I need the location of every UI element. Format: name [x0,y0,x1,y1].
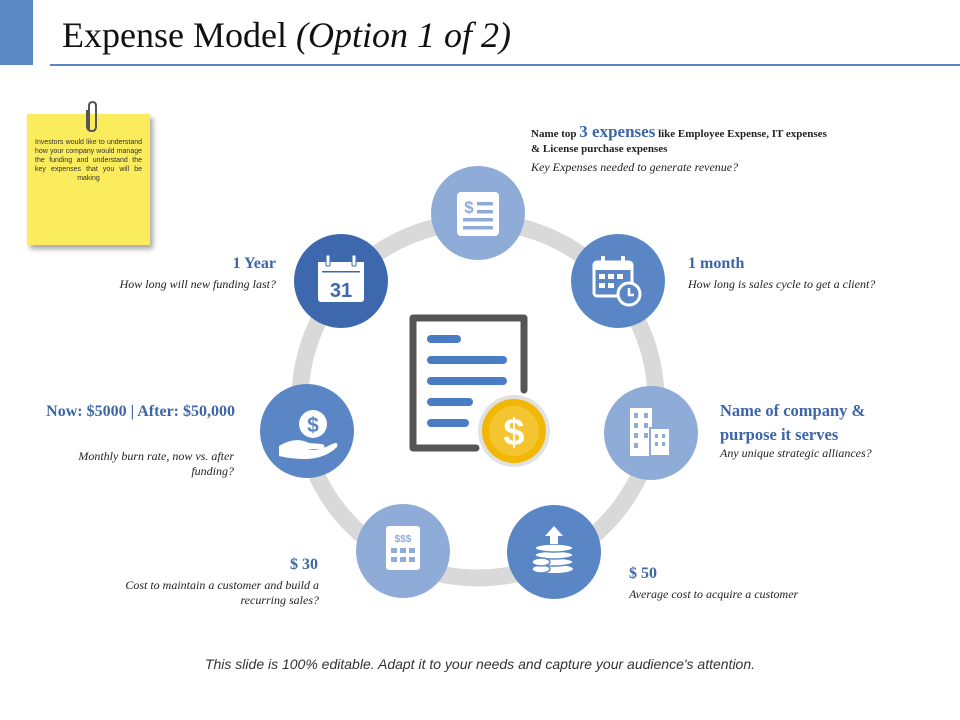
central-document-icon: $ [409,314,550,467]
svg-text:$: $ [503,412,524,454]
footer-note: This slide is 100% editable. Adapt it to… [204,656,756,672]
sales-cycle-desc: How long is sales cycle to get a client? [688,277,876,291]
svg-text:$: $ [464,198,474,217]
node-company [604,386,698,480]
svg-text:31: 31 [330,280,352,302]
sticky-note-text: Investors would like to understand how y… [35,139,142,182]
node-burn-rate: $ [260,384,354,478]
paperclip-icon [86,100,97,133]
maintain-cost-desc: Cost to maintain a customer and build a … [125,578,319,607]
burn-rate-desc: Monthly burn rate, now vs. after funding… [78,449,234,478]
buildings-icon [630,408,671,457]
node-key-expenses: $ [431,166,525,260]
coin-stack-arrow-icon [531,526,574,574]
label-key-expenses: Name top 3 expenses like Employee Expens… [531,122,827,155]
svg-text:$: $ [307,414,319,437]
company-heading: Name of company & purpose it serves [720,401,866,444]
calendar-icon: 31 [318,254,364,302]
acquire-cost-desc: Average cost to acquire a customer [629,587,799,601]
node-funding-duration: 31 [294,234,388,328]
title-divider [50,64,960,66]
funding-duration-heading: 1 Year [232,255,276,272]
funding-duration-desc: How long will new funding last? [119,277,276,291]
key-expenses-desc: Key Expenses needed to generate revenue? [531,160,739,174]
calendar-clock-icon [592,256,642,307]
hand-dollar-icon: $ [279,410,338,459]
gold-coin-icon: $ [478,395,550,467]
acquire-cost-heading: $ 50 [629,565,657,582]
node-sales-cycle [571,234,665,328]
sales-cycle-heading: 1 month [688,255,745,272]
invoice-dollar-icon: $ [457,192,499,236]
svg-text:$$$: $$$ [395,534,412,545]
company-desc: Any unique strategic alliances? [720,446,872,460]
title-accent-bar [0,0,33,65]
node-maintain-cost: $$$ [356,504,450,598]
node-acquire-cost [507,505,601,599]
page-title: Expense Model (Option 1 of 2) [62,15,511,55]
maintain-cost-heading: $ 30 [290,556,318,573]
calculator-icon: $$$ [386,526,420,570]
sticky-note: Investors would like to understand how y… [27,114,150,245]
burn-rate-heading: Now: $5000 | After: $50,000 [46,403,235,420]
